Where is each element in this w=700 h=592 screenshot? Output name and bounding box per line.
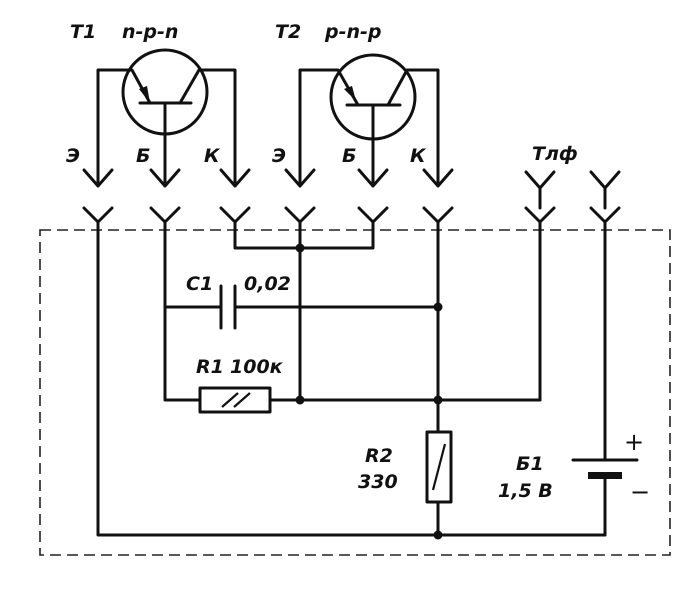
r1-name-label: R1 xyxy=(196,356,224,378)
c1-value-label: 0,02 xyxy=(244,273,291,295)
junction-dots xyxy=(295,243,443,540)
t1-collector-lead xyxy=(178,68,237,184)
resistor-r2 xyxy=(425,430,453,504)
t2-collector-lead xyxy=(386,68,440,184)
c1-name-label: C1 xyxy=(186,273,213,295)
t2-emitter-arrow xyxy=(344,86,356,101)
transistor-t2 xyxy=(298,53,440,184)
b1-value-label: 1,5 В xyxy=(498,480,553,502)
t1-emitter-lead xyxy=(96,68,152,184)
t2-collector-pin-label: К xyxy=(410,145,427,167)
t1-label: T1 xyxy=(70,21,96,43)
t2-emitter-pin-label: Э xyxy=(272,145,286,167)
t1-collector-pin-label: К xyxy=(204,145,221,167)
t2-base-pin-label: Б xyxy=(342,145,356,167)
t1-base-pin-label: Б xyxy=(136,145,150,167)
board-outline xyxy=(39,229,671,556)
capacitor-c1 xyxy=(219,284,237,330)
r1-value-label: 100к xyxy=(230,356,284,378)
t1-emitter-pin-label: Э xyxy=(66,145,80,167)
r2-value-label: 330 xyxy=(358,471,398,493)
plug-arrows xyxy=(82,168,454,188)
resistor-r1 xyxy=(198,386,272,414)
t2-type-label: p-n-p xyxy=(324,21,382,43)
headphone-plug xyxy=(524,170,621,210)
wiring xyxy=(96,220,607,537)
t1-emitter-arrow xyxy=(139,86,150,103)
r2-name-label: R2 xyxy=(365,445,393,467)
transistor-t1 xyxy=(96,48,237,184)
battery-minus-sign: − xyxy=(630,478,650,506)
b1-name-label: Б1 xyxy=(516,453,544,475)
t2-label: T2 xyxy=(275,21,301,43)
headphones-label: Тлф xyxy=(532,143,578,165)
t1-type-label: n-p-n xyxy=(122,21,178,43)
battery-plus-sign: + xyxy=(624,428,644,456)
battery-b1 xyxy=(571,458,639,479)
sockets xyxy=(82,206,621,224)
